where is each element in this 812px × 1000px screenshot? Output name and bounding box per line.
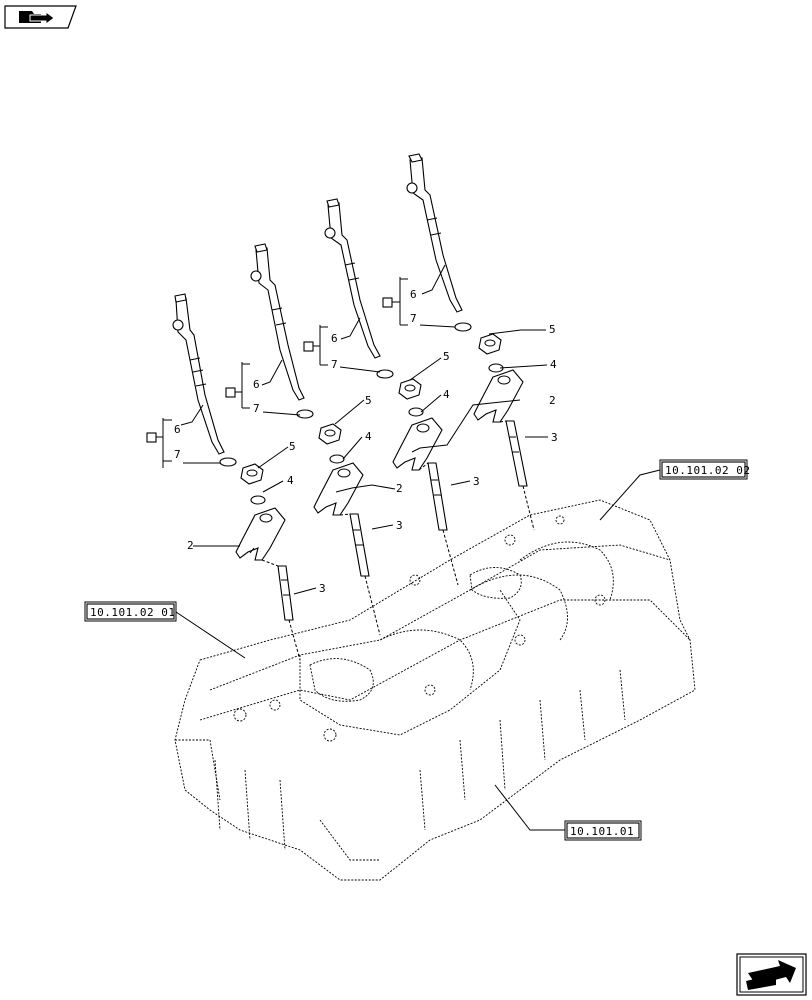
nut-5-a [240, 463, 264, 485]
callout-6: 6 [174, 423, 181, 436]
clamp-2-a [235, 507, 286, 561]
kit-marker-1 [146, 432, 157, 443]
washer-4-c [408, 407, 424, 417]
injector-2 [250, 243, 305, 401]
callout-3: 3 [473, 475, 480, 488]
callout-4: 4 [443, 388, 450, 401]
callout-7: 7 [253, 402, 260, 415]
injector-4 [406, 153, 463, 313]
clamp-2-d [473, 369, 524, 423]
callout-3: 3 [319, 582, 326, 595]
nut-5-c [398, 378, 422, 400]
kit-marker-4 [382, 297, 393, 308]
callout-2: 2 [187, 539, 194, 552]
top-nav-button[interactable] [4, 5, 77, 29]
nut-5-b [318, 423, 342, 445]
leader-lines [162, 264, 548, 595]
stud-3-a [277, 565, 294, 621]
clamp-2-b [313, 462, 364, 516]
reference-left-label: 10.101.02 01 [90, 606, 175, 619]
callout-5: 5 [365, 394, 372, 407]
washer-4-a [250, 495, 266, 505]
callout-4: 4 [550, 358, 557, 371]
callout-5: 5 [289, 440, 296, 453]
callout-2: 2 [549, 394, 556, 407]
callout-3: 3 [396, 519, 403, 532]
washer-7-a [219, 457, 237, 467]
washer-7-c [376, 369, 394, 379]
callout-2: 2 [396, 482, 403, 495]
callout-5: 5 [549, 323, 556, 336]
book-arrow-icon [19, 11, 55, 25]
callout-3: 3 [551, 431, 558, 444]
bottom-nav-button[interactable] [736, 953, 807, 996]
injector-1 [172, 293, 225, 455]
callout-4: 4 [365, 430, 372, 443]
kit-marker-2 [225, 387, 236, 398]
callout-labels: 2 2 2 3 3 3 3 4 4 4 4 5 5 5 5 6 6 6 6 7 … [174, 288, 558, 595]
callout-7: 7 [410, 312, 417, 325]
clamp-2-c [392, 417, 443, 471]
reference-bottom-label: 10.101.01 [570, 825, 634, 838]
kit-marker-3 [303, 341, 314, 352]
washer-7-d [454, 322, 472, 332]
callout-7: 7 [174, 448, 181, 461]
assembly-lines [261, 420, 535, 661]
stud-3-b [349, 513, 370, 577]
cylinder-head [174, 499, 696, 881]
callout-6: 6 [331, 332, 338, 345]
stud-3-c [427, 462, 448, 531]
stud-3-d [505, 420, 528, 487]
callout-4: 4 [287, 474, 294, 487]
next-page-arrow-icon [746, 960, 796, 990]
injector-3 [324, 198, 381, 359]
callout-6: 6 [253, 378, 260, 391]
washer-7-b [296, 409, 314, 419]
washer-4-b [329, 454, 345, 464]
reference-right[interactable]: 10.101.02 02 [659, 459, 750, 480]
reference-left[interactable]: 10.101.02 01 [84, 601, 177, 622]
reference-right-label: 10.101.02 02 [665, 464, 750, 477]
callout-5: 5 [443, 350, 450, 363]
callout-6: 6 [410, 288, 417, 301]
reference-bottom[interactable]: 10.101.01 [564, 820, 642, 841]
nut-5-d [478, 333, 502, 355]
callout-7: 7 [331, 358, 338, 371]
